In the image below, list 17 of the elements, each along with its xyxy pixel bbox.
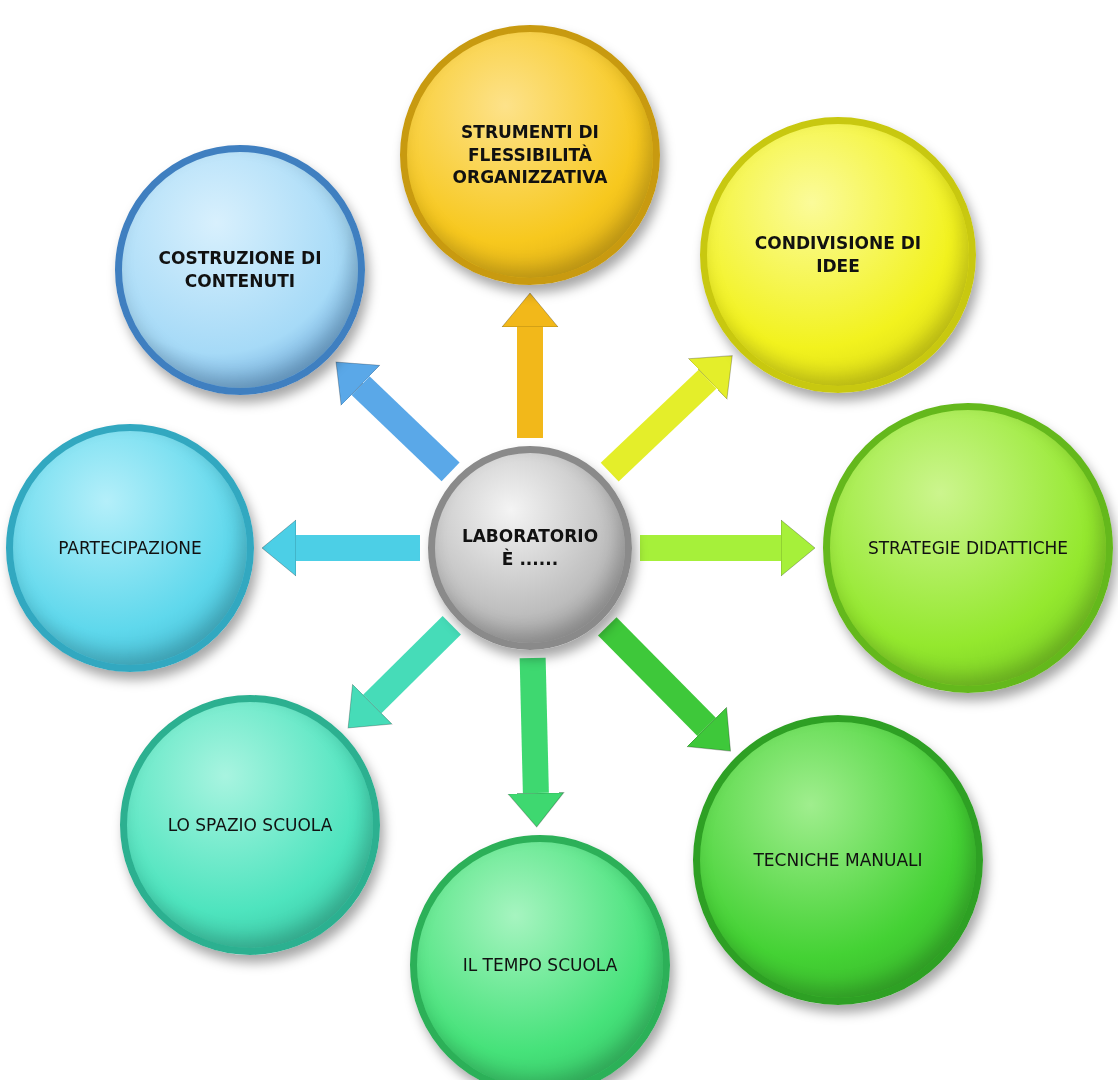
block-arrow — [335, 361, 460, 482]
block-arrow — [501, 292, 559, 438]
node-label: TECNICHE MANUALI — [752, 848, 924, 872]
block-arrow — [598, 617, 731, 752]
node-label: LABORATORIO È ...... — [460, 525, 600, 571]
node-label: STRUMENTI DI FLESSIBILITÀ ORGANIZZATIVA — [451, 120, 609, 190]
block-arrow — [600, 355, 733, 482]
node-label: LO SPAZIO SCUOLA — [166, 813, 334, 837]
node-label: COSTRUZIONE DI CONTENUTI — [157, 247, 323, 293]
block-arrow — [507, 657, 565, 828]
node-label: IL TEMPO SCUOLA — [461, 953, 619, 977]
block-arrow — [640, 519, 816, 577]
block-arrow — [347, 616, 461, 729]
node-label: STRATEGIE DIDATTICHE — [866, 536, 1070, 560]
node-label: CONDIVISIONE DI IDEE — [753, 232, 923, 278]
block-arrow — [261, 519, 420, 577]
node-label: PARTECIPAZIONE — [57, 536, 203, 560]
